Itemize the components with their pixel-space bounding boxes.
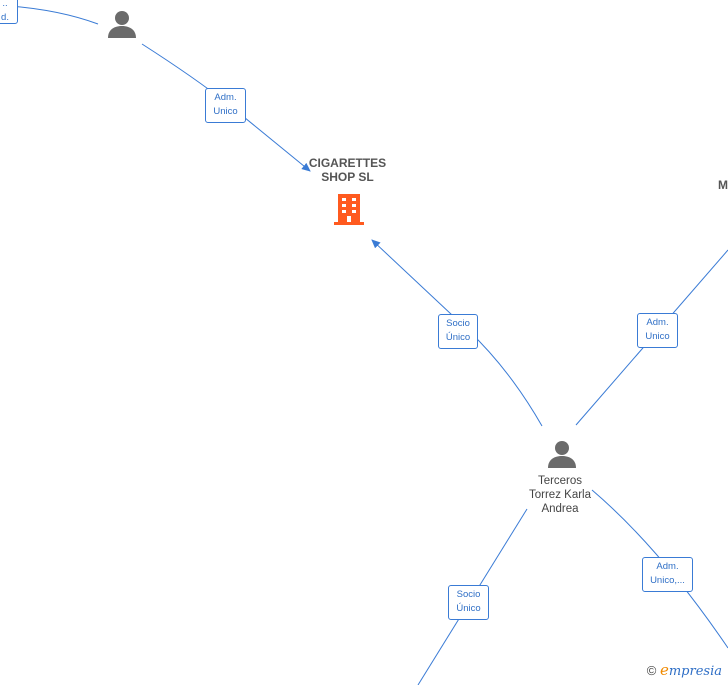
edge-label-main-to-bottom-right[interactable]: Adm. Unico,...	[642, 557, 693, 592]
copyright-symbol: ©	[646, 663, 657, 678]
building-icon[interactable]	[333, 192, 365, 226]
edge-label-line1: Adm.	[656, 561, 679, 572]
person-main-line1: Terceros	[537, 475, 583, 487]
company-name-line1: CIGARETTES	[308, 156, 387, 170]
company-name-line2: SHOP SL	[321, 170, 374, 184]
person-main-name[interactable]: Terceros Torrez Karla Andrea	[515, 474, 605, 516]
company-name[interactable]: CIGARETTES SHOP SL	[300, 156, 395, 184]
edge-label-main-to-right[interactable]: Adm. Unico	[637, 313, 678, 348]
edge-label-line2: Único	[456, 603, 481, 614]
edge-label-line2: Unico,...	[650, 575, 685, 586]
brand-initial: e	[659, 661, 669, 679]
edge-top-left	[9, 5, 99, 25]
partial-top-left-line2: d.	[1, 12, 9, 23]
partial-top-left-line1: ..	[2, 0, 8, 9]
edge-label-top-person-to-company[interactable]: Adm. Unico	[205, 88, 246, 123]
edge-label-line2: Único	[445, 332, 471, 343]
watermark: © empresia	[647, 661, 722, 679]
edge-label-line1: Adm.	[214, 92, 237, 103]
brand-name: mpresia	[668, 664, 722, 679]
person-icon[interactable]	[547, 439, 577, 469]
edge-label-line1: Adm.	[646, 317, 669, 328]
edge-label-line1: Socio	[446, 318, 470, 329]
edge-label-line2: Unico	[213, 106, 238, 117]
edge-label-line2: Unico	[645, 331, 670, 342]
edge-label-main-to-bottom-left[interactable]: Socio Único	[448, 585, 489, 620]
person-main-line2: Torrez Karla	[529, 489, 591, 501]
edge-label-line1: Socio	[456, 589, 481, 600]
partial-right-node-label[interactable]: M	[718, 178, 728, 192]
person-icon[interactable]	[107, 9, 137, 39]
partial-top-left-label[interactable]: .. d.	[0, 0, 18, 24]
edge-label-main-to-company[interactable]: Socio Único	[438, 314, 478, 349]
person-main-line3: Andrea	[541, 503, 579, 515]
